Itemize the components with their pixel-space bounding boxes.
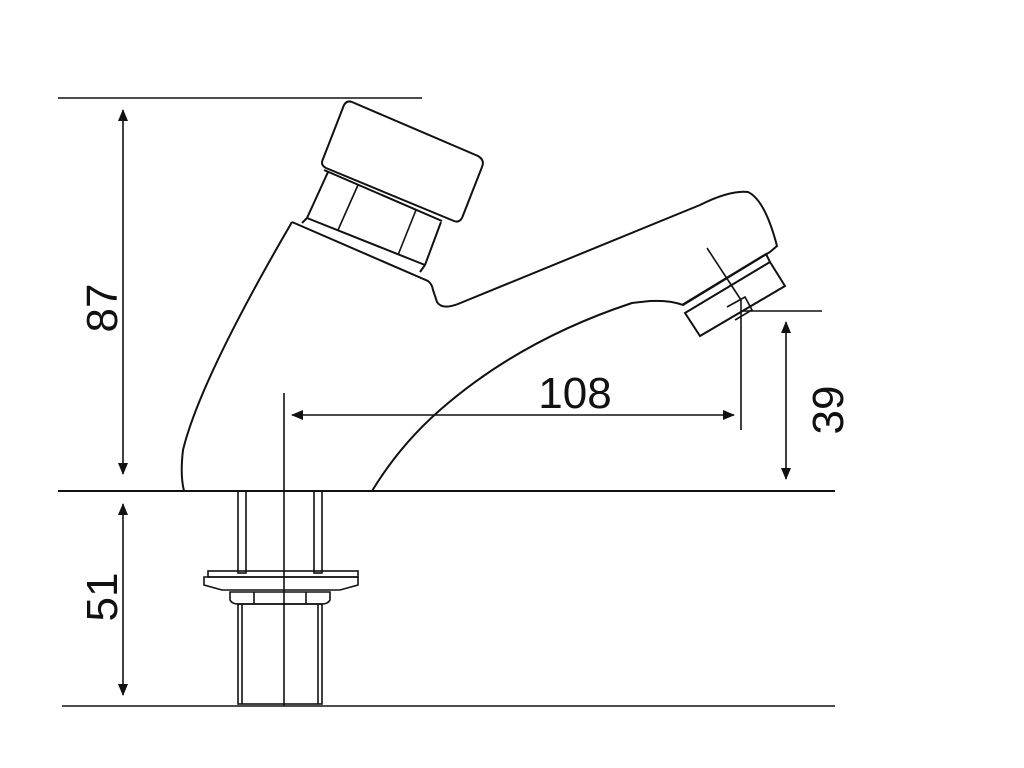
label-spout-height: 39: [804, 386, 853, 435]
nut-facet: [337, 184, 359, 231]
label-spout-reach: 108: [538, 369, 611, 418]
spout-body: [291, 190, 779, 492]
outlet-axis: [706, 247, 742, 301]
aerator-detail: [726, 295, 754, 321]
collar: [301, 217, 426, 273]
hex-nut: [306, 169, 443, 266]
label-shank-length: 51: [78, 573, 127, 622]
mounting-shank: [203, 490, 359, 705]
label-total-height: 87: [78, 284, 127, 333]
push-button-knob: [321, 100, 484, 223]
body-left-edge: [180, 221, 293, 492]
aerator: [681, 252, 787, 338]
nut-facet: [397, 209, 417, 256]
